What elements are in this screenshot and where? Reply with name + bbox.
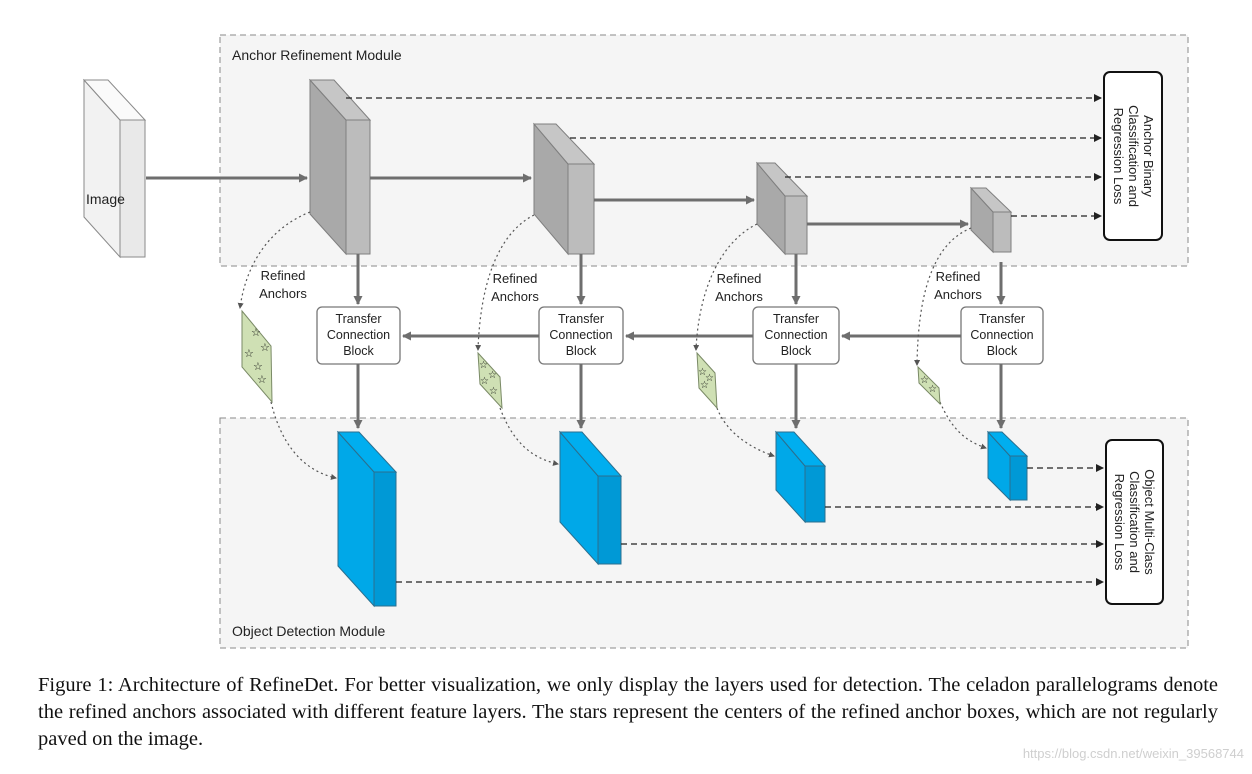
- odm-loss-label: Object Multi-Class Classification and Re…: [1112, 469, 1157, 575]
- svg-text:Refined: Refined: [717, 271, 762, 286]
- figure-caption: Figure 1: Architecture of RefineDet. For…: [38, 674, 1218, 750]
- svg-text:☆: ☆: [257, 374, 267, 386]
- arm-loss-box: [1103, 71, 1163, 241]
- svg-text:Regression Loss: Regression Loss: [1111, 108, 1126, 205]
- image-input-label: Image: [86, 191, 125, 207]
- svg-text:Connection: Connection: [970, 328, 1033, 342]
- odm-layer-3: [774, 430, 827, 524]
- odm-layer-1: [336, 430, 398, 608]
- svg-text:Transfer: Transfer: [558, 312, 604, 326]
- tcb-2: Transfer Connection Block: [538, 306, 624, 365]
- svg-text:Refined: Refined: [493, 271, 538, 286]
- svg-text:Connection: Connection: [549, 328, 612, 342]
- svg-text:Connection: Connection: [327, 328, 390, 342]
- svg-text:Transfer: Transfer: [773, 312, 819, 326]
- odm-layer-4: [986, 430, 1029, 502]
- arm-module-box: [219, 34, 1189, 267]
- image-input-block: [82, 78, 147, 259]
- svg-text:Classification and: Classification and: [1126, 105, 1141, 207]
- svg-text:Block: Block: [987, 344, 1018, 358]
- odm-layer-2: [558, 430, 623, 566]
- svg-text:☆: ☆: [920, 375, 929, 386]
- odm-loss-box: [1105, 439, 1164, 605]
- watermark: https://blog.csdn.net/weixin_39568744: [1022, 746, 1244, 761]
- refined-anchor-parallelogram-3: ☆ ☆ ☆: [696, 351, 718, 410]
- svg-text:Anchor Binary: Anchor Binary: [1141, 115, 1156, 197]
- svg-text:Regression Loss: Regression Loss: [1112, 474, 1127, 571]
- svg-text:☆: ☆: [253, 361, 263, 373]
- svg-text:Refined: Refined: [936, 269, 981, 284]
- svg-text:☆: ☆: [928, 384, 937, 395]
- svg-text:☆: ☆: [251, 327, 261, 339]
- svg-text:Block: Block: [566, 344, 597, 358]
- arm-to-tcb-arrows: [353, 254, 1006, 305]
- refined-anchors-label-2: Refined Anchors: [491, 271, 539, 304]
- refined-anchors-label-4: Refined Anchors: [934, 269, 982, 302]
- svg-text:Block: Block: [343, 344, 374, 358]
- svg-text:Refined: Refined: [261, 268, 306, 283]
- svg-text:Object Multi-Class: Object Multi-Class: [1142, 469, 1157, 575]
- svg-text:Anchors: Anchors: [715, 289, 763, 304]
- tcb-4: Transfer Connection Block: [960, 306, 1044, 365]
- arm-layer-1: [308, 78, 372, 256]
- svg-text:Transfer: Transfer: [979, 312, 1025, 326]
- refined-anchors-label-1: Refined Anchors: [259, 268, 307, 301]
- svg-text:☆: ☆: [260, 342, 270, 354]
- svg-text:Block: Block: [781, 344, 812, 358]
- arm-layer-2: [532, 122, 596, 256]
- svg-text:Connection: Connection: [764, 328, 827, 342]
- svg-text:☆: ☆: [698, 367, 707, 378]
- svg-text:☆: ☆: [244, 348, 254, 360]
- arm-layer-3: [755, 161, 809, 256]
- refined-anchors-label-3: Refined Anchors: [715, 271, 763, 304]
- refined-anchor-parallelogram-1: ☆ ☆ ☆ ☆ ☆: [241, 309, 273, 404]
- tcb-to-odm-arrows: [353, 364, 1006, 429]
- arm-layer-4: [969, 186, 1013, 254]
- arm-loss-label: Anchor Binary Classification and Regress…: [1111, 105, 1156, 207]
- tcb-1: Transfer Connection Block: [316, 306, 401, 365]
- svg-text:☆: ☆: [480, 376, 489, 387]
- refined-anchor-parallelogram-4: ☆ ☆: [917, 365, 941, 406]
- svg-text:Anchors: Anchors: [934, 287, 982, 302]
- arm-module-title: Anchor Refinement Module: [232, 47, 402, 63]
- arm-loss-arrows: [346, 94, 1102, 220]
- svg-text:☆: ☆: [488, 370, 497, 381]
- svg-text:☆: ☆: [700, 380, 709, 391]
- svg-text:Anchors: Anchors: [259, 286, 307, 301]
- arm-forward-arrows: [146, 173, 969, 229]
- refinedet-architecture-diagram: Anchor Refinement Module Object Detectio…: [82, 34, 1189, 649]
- svg-text:☆: ☆: [479, 360, 488, 371]
- anchor-to-odm-dotted-arrows: [270, 401, 987, 480]
- tcb-3: Transfer Connection Block: [752, 306, 840, 365]
- svg-text:Classification and: Classification and: [1127, 471, 1142, 573]
- odm-loss-arrows: [396, 464, 1104, 586]
- svg-text:☆: ☆: [705, 373, 714, 384]
- svg-text:Anchors: Anchors: [491, 289, 539, 304]
- svg-text:Transfer: Transfer: [335, 312, 381, 326]
- arm-to-anchor-dotted-arrows: [237, 211, 972, 366]
- odm-module-title: Object Detection Module: [232, 623, 386, 639]
- svg-text:☆: ☆: [489, 386, 498, 397]
- refined-anchor-parallelogram-2: ☆ ☆ ☆ ☆: [477, 351, 503, 410]
